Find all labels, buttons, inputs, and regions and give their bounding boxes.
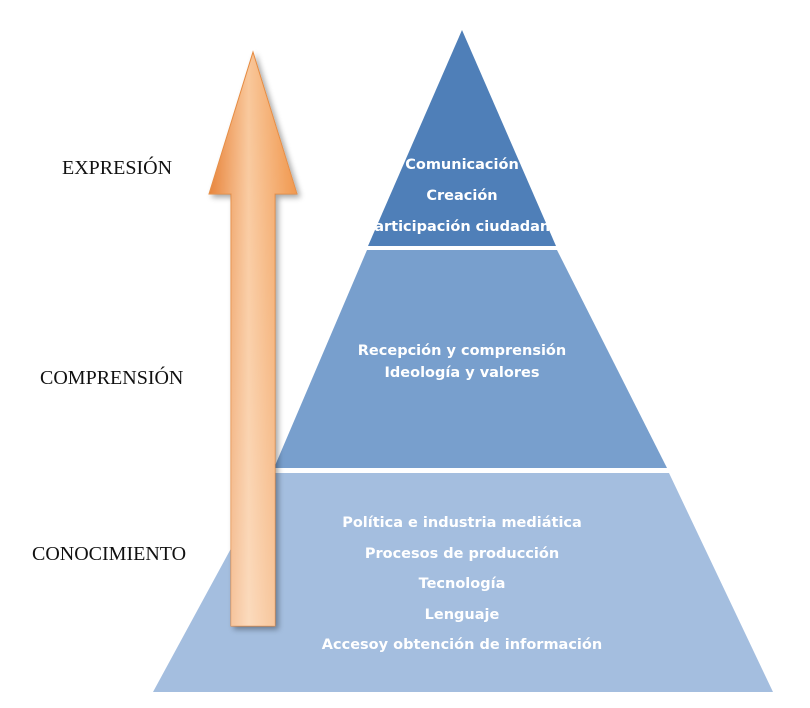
tier-middle-line-1: Recepción y comprensión xyxy=(358,343,566,359)
pyramid xyxy=(153,30,773,692)
label-expresion: EXPRESIÓN xyxy=(62,155,172,179)
tier-middle-line-2: Ideología y valores xyxy=(385,365,540,381)
tier-middle-text: Recepción y comprensión Ideología y valo… xyxy=(358,343,566,381)
upward-arrow-icon xyxy=(208,50,298,627)
tier-bottom-line-4: Lenguaje xyxy=(425,607,500,623)
tier-bottom-line-1: Política e industria mediática xyxy=(342,515,582,531)
tier-bottom-line-2: Procesos de producción xyxy=(365,546,559,562)
pyramid-tier-bottom xyxy=(153,473,773,692)
label-conocimiento: CONOCIMIENTO xyxy=(32,543,186,565)
pyramid-tier-top xyxy=(368,30,556,246)
label-comprension: COMPRENSIÓN xyxy=(40,365,183,389)
tier-bottom-text: Política e industria mediática Procesos … xyxy=(322,515,602,653)
pyramid-tier-middle xyxy=(274,250,667,468)
tier-top-line-1: Comunicación xyxy=(405,157,519,173)
tier-bottom-line-3: Tecnología xyxy=(419,576,506,592)
tier-top-line-2: Creación xyxy=(426,188,497,204)
tier-bottom-line-5: Accesoy obtención de información xyxy=(322,637,602,653)
tier-top-line-3: Participación ciudadana xyxy=(364,219,560,235)
tier-top-text: Comunicación Creación Participación ciud… xyxy=(364,157,560,235)
